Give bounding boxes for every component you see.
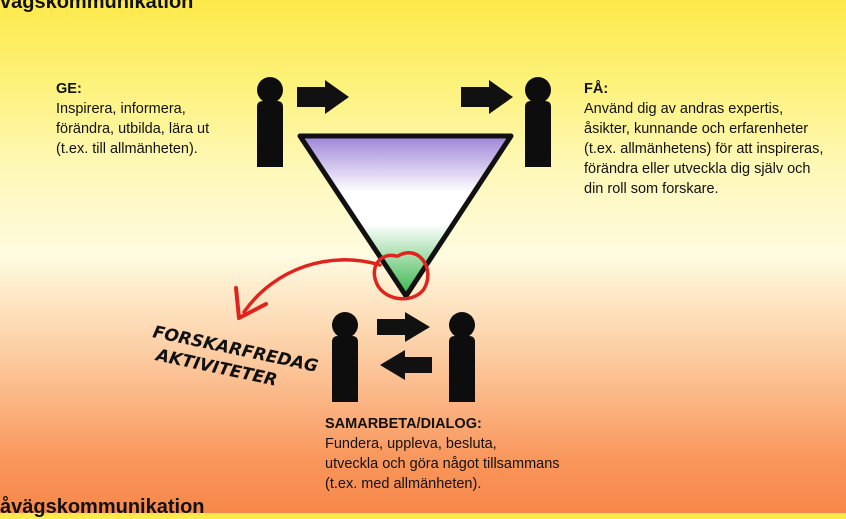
receive-line: din roll som forskare.	[584, 181, 719, 197]
give-line: Inspirera, informera,	[56, 101, 186, 117]
person-icon-dialog-right	[449, 312, 475, 402]
left-arrow-icon-dialog	[380, 350, 432, 380]
page-title-bottom: åvägskommunikation	[0, 496, 205, 518]
right-arrow-icon-dialog	[377, 312, 430, 342]
callout-label: FORSKARFREDAG AKTIVITETER	[146, 322, 325, 399]
give-heading: GE:	[56, 81, 82, 97]
receive-heading: FÅ:	[584, 81, 609, 97]
receive-line: (t.ex. allmänhetens) för att inspireras,	[584, 141, 824, 157]
curved-arrow-icon	[234, 251, 430, 320]
give-text-block: GE: Inspirera, informera, förändra, utbi…	[56, 79, 209, 159]
receive-text-block: FÅ: Använd dig av andras expertis, åsikt…	[584, 79, 823, 199]
give-line: förändra, utbilda, lära ut	[56, 121, 210, 137]
page-title-top: vägskommunikation	[0, 0, 194, 13]
receive-line: åsikter, kunnande och erfarenheter	[584, 121, 809, 137]
right-arrow-icon-give	[297, 80, 349, 114]
triangle-icon	[297, 133, 514, 299]
dialog-line: Fundera, uppleva, besluta,	[325, 436, 497, 452]
person-icon-give	[257, 77, 283, 167]
receive-line: förändra eller utveckla dig själv och	[584, 161, 811, 177]
receive-line: Använd dig av andras expertis,	[584, 101, 784, 117]
dialog-line: (t.ex. med allmänheten).	[325, 476, 482, 492]
dialog-text-block: SAMARBETA/DIALOG: Fundera, uppleva, besl…	[325, 414, 560, 494]
dialog-line: utveckla och göra något tillsammans	[325, 456, 560, 472]
dialog-heading: SAMARBETA/DIALOG:	[325, 416, 482, 432]
right-arrow-icon-receive	[461, 80, 513, 114]
person-icon-receive	[525, 77, 551, 167]
give-line: (t.ex. till allmänheten).	[56, 141, 198, 157]
person-icon-dialog-left	[332, 312, 358, 402]
